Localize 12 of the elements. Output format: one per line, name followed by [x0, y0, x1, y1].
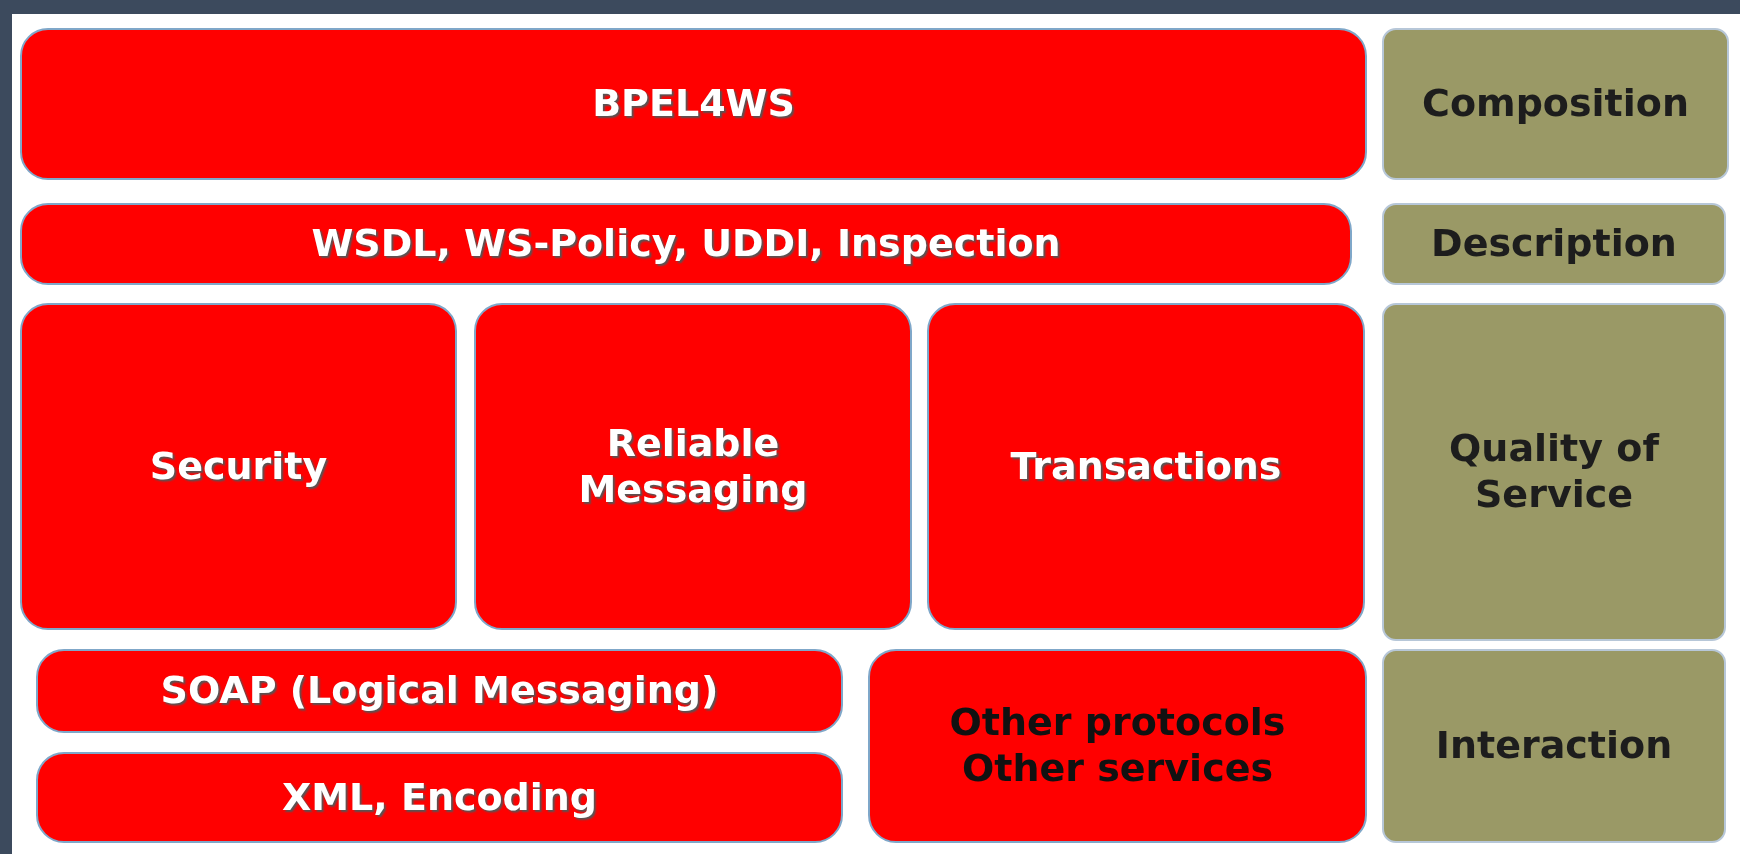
category-box: Composition [1382, 28, 1729, 180]
layer-box: XML, Encoding [36, 752, 843, 843]
layer-box: WSDL, WS-Policy, UDDI, Inspection [20, 203, 1352, 285]
category-box: Description [1382, 203, 1726, 285]
category-box: Interaction [1382, 649, 1726, 843]
layer-box: Other protocols Other services [868, 649, 1367, 843]
layer-box: Security [20, 303, 457, 630]
category-box: Quality of Service [1382, 303, 1726, 641]
layer-box: Reliable Messaging [474, 303, 912, 630]
layer-box: BPEL4WS [20, 28, 1367, 180]
layer-box: Transactions [927, 303, 1365, 630]
layer-box: SOAP (Logical Messaging) [36, 649, 843, 733]
